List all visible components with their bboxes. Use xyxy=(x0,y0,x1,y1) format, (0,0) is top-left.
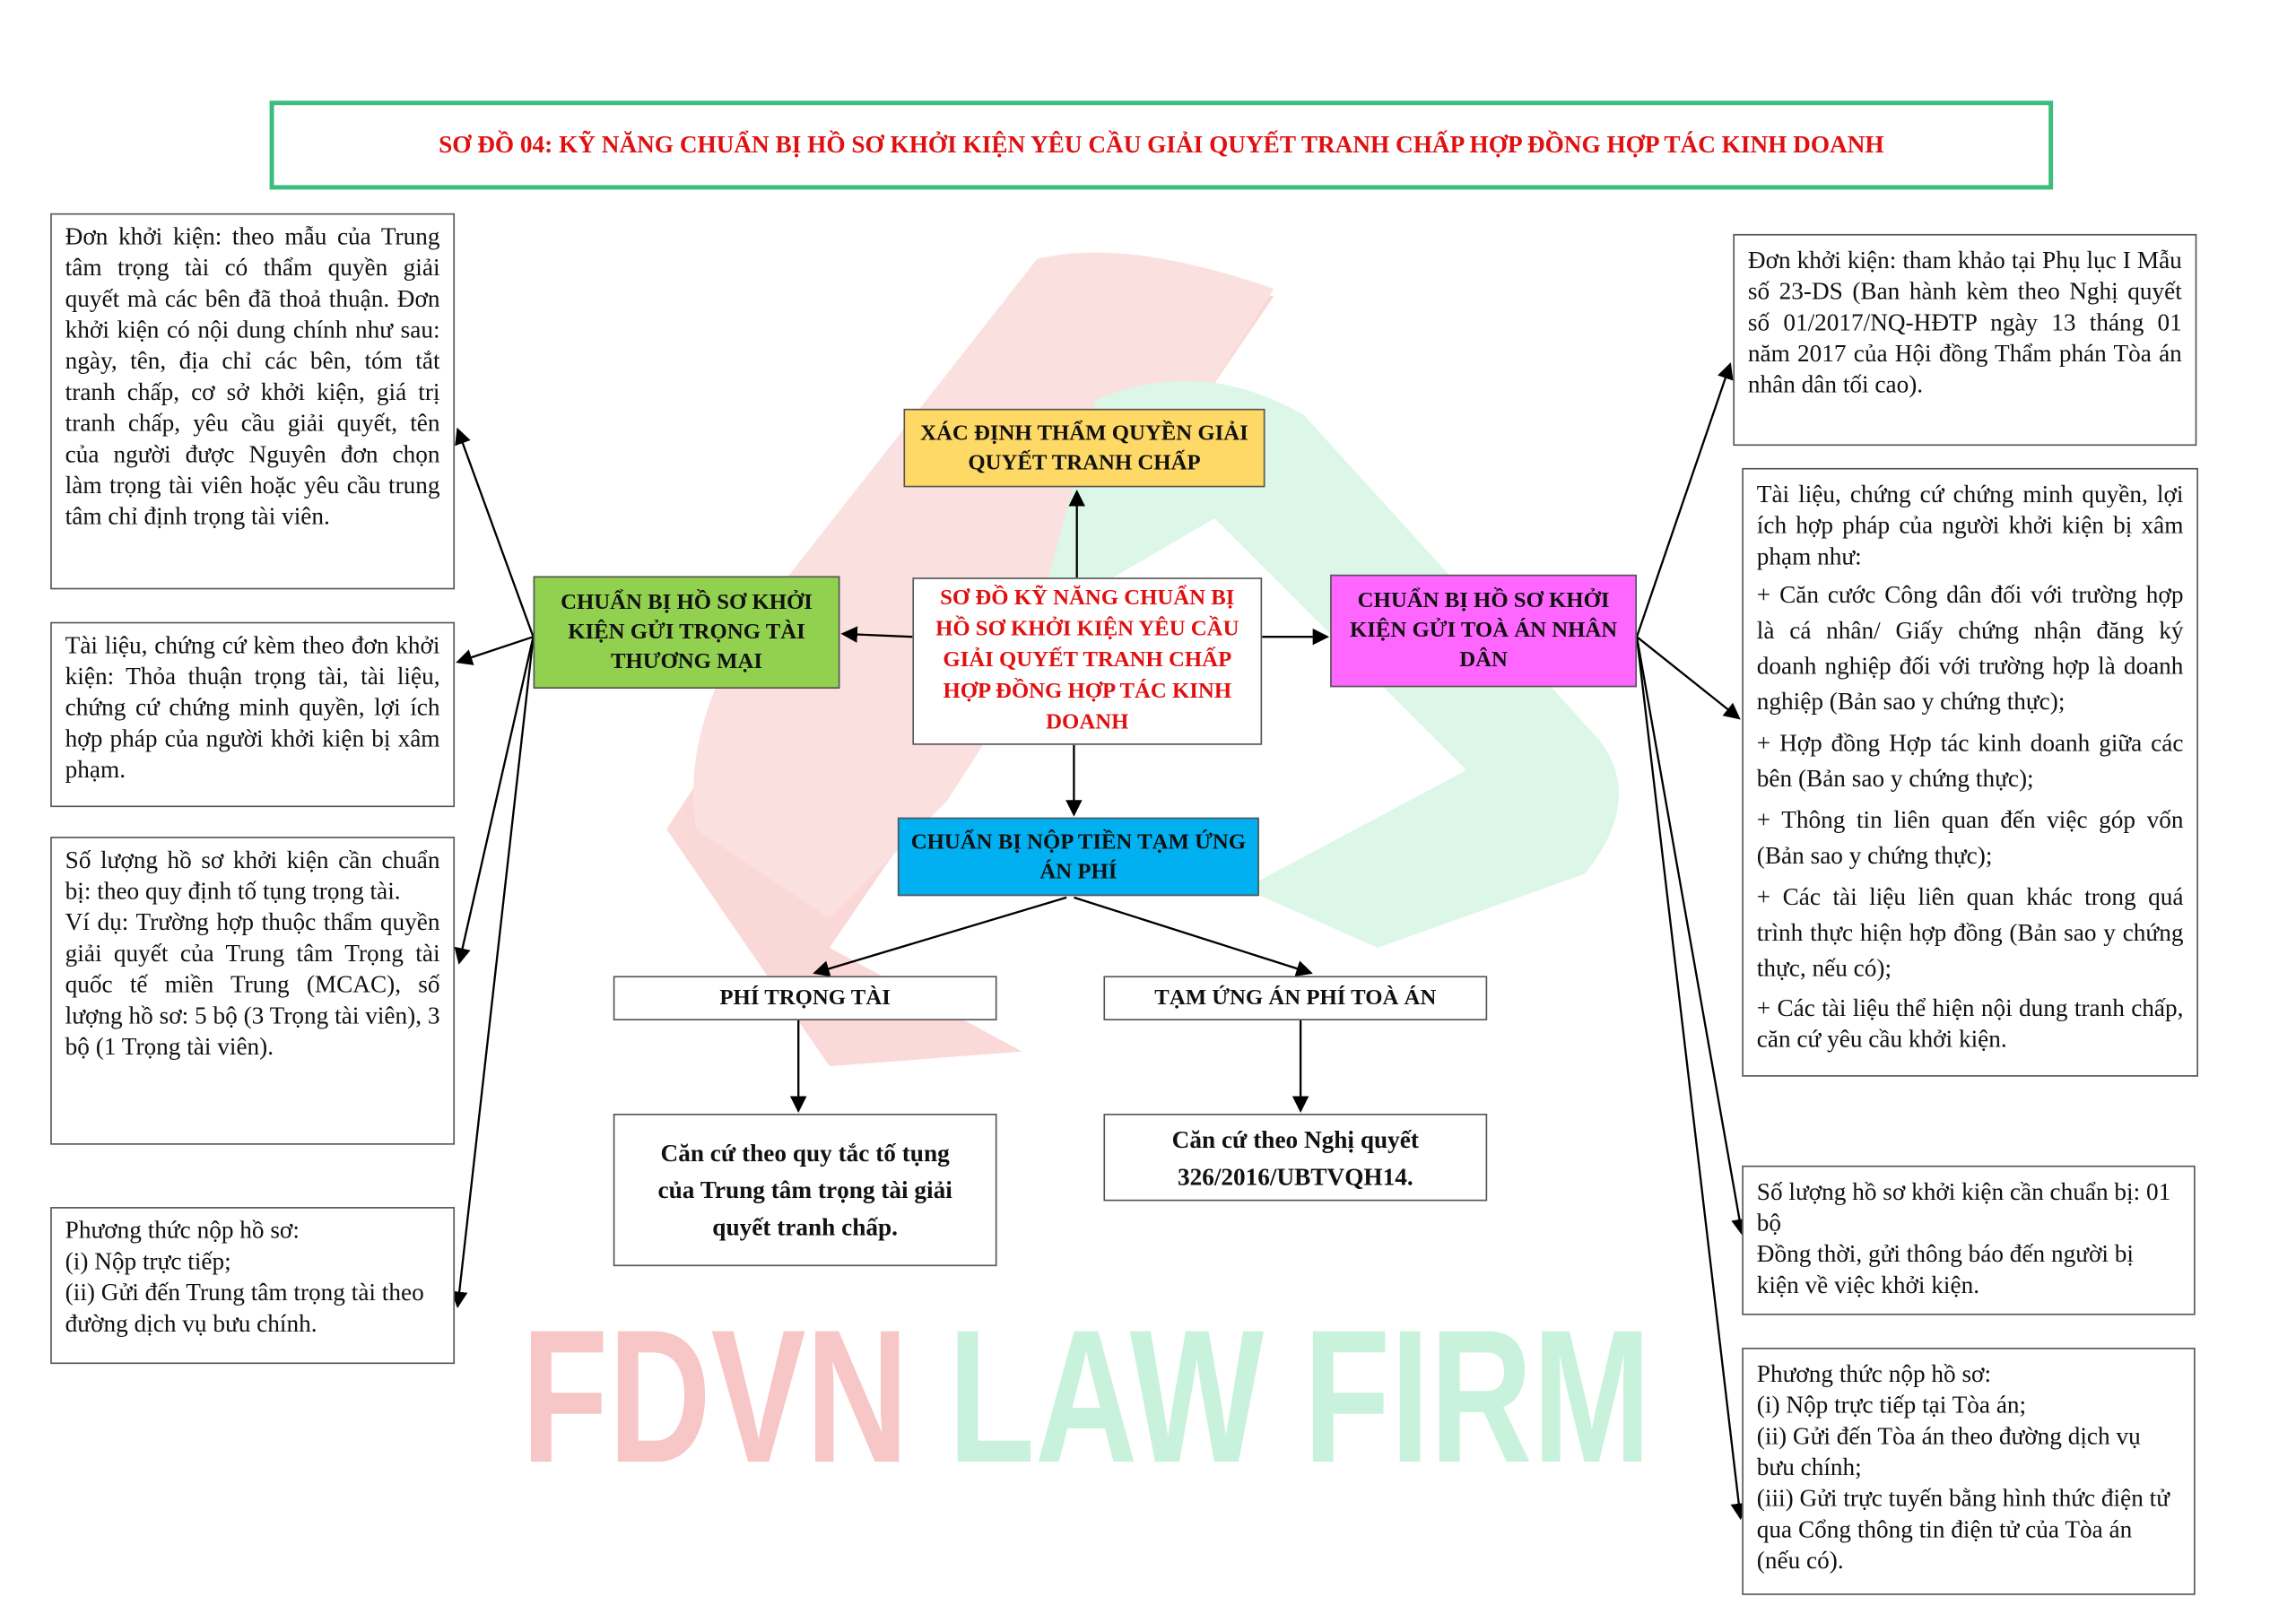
text: + Các tài liệu liên quan khác trong quá … xyxy=(1756,882,2184,983)
text: Phương thức nộp hồ sơ: xyxy=(1756,1359,1992,1388)
text: (iii) Gửi trực tuyến bằng hình thức điện… xyxy=(1756,1483,2170,1575)
court-box: CHUẨN BỊ HỒ SƠ KHỞI KIỆN GỬI TOÀ ÁN NHÂN… xyxy=(1330,574,1638,688)
left-box-method: Phương thức nộp hồ sơ:(i) Nộp trực tiếp;… xyxy=(50,1207,456,1365)
arbitration-box: CHUẨN BỊ HỒ SƠ KHỞI KIỆN GỬI TRỌNG TÀI T… xyxy=(533,576,840,689)
right-box-evidence: Tài liệu, chứng cứ chứng minh quyền, lợi… xyxy=(1742,467,2198,1077)
right-box-method: Phương thức nộp hồ sơ:(i) Nộp trực tiếp … xyxy=(1742,1347,2196,1595)
text: Đơn khởi kiện: theo mẫu của Trung tâm tr… xyxy=(65,221,440,531)
arrow-left-2 xyxy=(456,636,534,665)
arrow-to-arbitration xyxy=(840,626,913,643)
text: Đơn khởi kiện: tham khảo tại Phụ lục I M… xyxy=(1747,246,2182,399)
text: + Căn cước Công dân đối với trường hợp l… xyxy=(1756,580,2184,716)
arrow-left-4 xyxy=(450,637,535,1309)
text: (ii) Gửi đến Tòa án theo đường dịch vụ b… xyxy=(1756,1421,2141,1481)
text: Số lượng hồ sơ khởi kiện cần chuẩn bị: t… xyxy=(65,846,440,906)
left-box-quantity: Số lượng hồ sơ khởi kiện cần chuẩn bị: t… xyxy=(50,837,456,1145)
arrow-right-2 xyxy=(1636,636,1741,720)
right-box-quantity: Số lượng hồ sơ khởi kiện cần chuẩn bị: 0… xyxy=(1742,1165,2196,1315)
text: (i) Nộp trực tiếp; xyxy=(65,1246,231,1276)
text: Tài liệu, chứng cứ chứng minh quyền, lợi… xyxy=(1756,480,2184,570)
text: Ví dụ: Trường hợp thuộc thẩm quyền giải … xyxy=(65,907,440,1061)
arb-fee-box: PHÍ TRỌNG TÀI xyxy=(613,976,997,1020)
text: + Hợp đồng Hợp tác kinh doanh giữa các b… xyxy=(1756,728,2184,793)
page-title: SƠ ĐỒ 04: KỸ NĂNG CHUẨN BỊ HỒ SƠ KHỞI KI… xyxy=(269,100,2054,190)
arrow-right-1 xyxy=(1635,362,1734,638)
arrow-right-3 xyxy=(1635,636,1748,1237)
text: Phương thức nộp hồ sơ: xyxy=(65,1215,300,1245)
left-box-evidence: Tài liệu, chứng cứ kèm theo đơn khởi kiệ… xyxy=(50,621,456,808)
text: + Thông tin liên quan đến việc góp vốn (… xyxy=(1756,805,2184,870)
arb-basis-box: Căn cứ theo quy tắc tố tụng của Trung tâ… xyxy=(613,1114,997,1267)
arrow-to-arb-fee xyxy=(813,896,1067,977)
jurisdiction-box: XÁC ĐỊNH THẨM QUYỀN GIẢI QUYẾT TRANH CHẤ… xyxy=(903,408,1265,488)
watermark-fdvn: FDVN xyxy=(521,1291,909,1504)
arrow-right-4 xyxy=(1635,637,1747,1521)
watermark-law-firm: LAW FIRM xyxy=(948,1291,1651,1504)
text: + Các tài liệu thể hiện nội dung tranh c… xyxy=(1756,994,2184,1054)
left-box-petition: Đơn khởi kiện: theo mẫu của Trung tâm tr… xyxy=(50,213,456,590)
arrow-left-1 xyxy=(455,427,535,638)
logo-green-shape xyxy=(1037,380,1619,949)
text: (i) Nộp trực tiếp tại Tòa án; xyxy=(1756,1390,2027,1419)
center-box: SƠ ĐỒ KỸ NĂNG CHUẨN BỊ HỒ SƠ KHỞI KIỆN Y… xyxy=(912,577,1263,745)
court-fee-box: TẠM ỨNG ÁN PHÍ TOÀ ÁN xyxy=(1103,976,1488,1020)
arrow-to-court-fee xyxy=(1074,896,1313,976)
text: (ii) Gửi đến Trung tâm trọng tài theo đư… xyxy=(65,1278,424,1338)
arrow-left-3 xyxy=(454,636,535,965)
court-basis-box: Căn cứ theo Nghị quyết 326/2016/UBTVQH14… xyxy=(1103,1114,1488,1202)
text: Số lượng hồ sơ khởi kiện cần chuẩn bị: 0… xyxy=(1756,1177,2171,1237)
right-box-petition: Đơn khởi kiện: tham khảo tại Phụ lục I M… xyxy=(1733,233,2197,447)
text: Đồng thời, gửi thông báo đến người bị ki… xyxy=(1756,1239,2134,1299)
fee-box: CHUẨN BỊ NỘP TIỀN TẠM ỨNG ÁN PHÍ xyxy=(897,817,1259,897)
text: Tài liệu, chứng cứ kèm theo đơn khởi kiệ… xyxy=(65,630,440,784)
